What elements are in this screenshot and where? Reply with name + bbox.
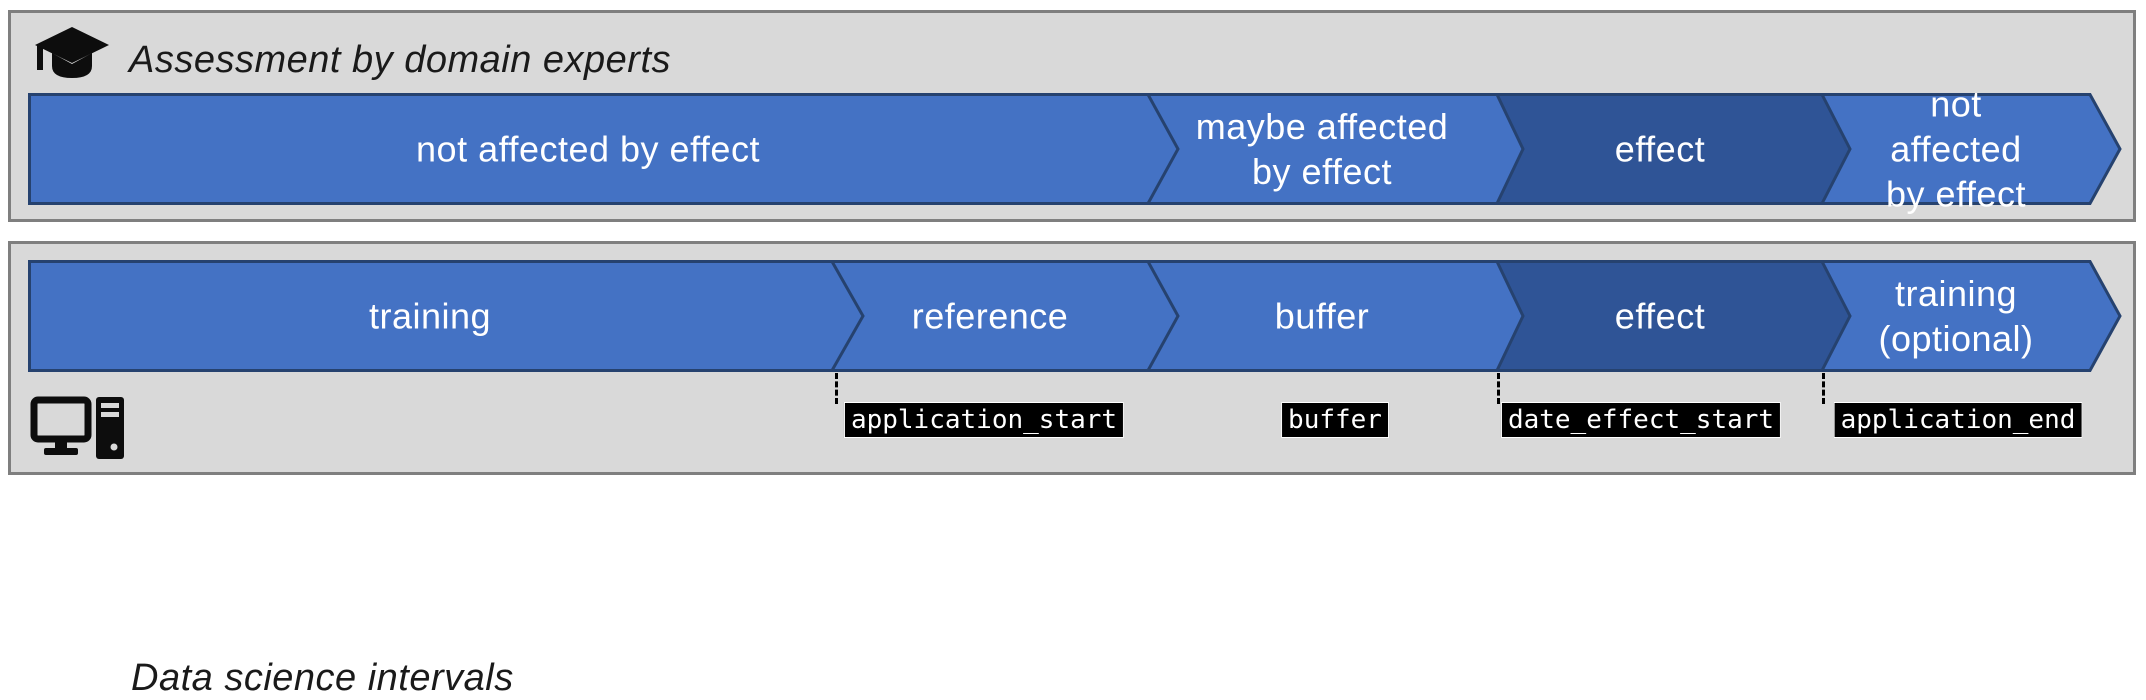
marker-date-effect-start: date_effect_start	[1500, 402, 1782, 438]
expert-assessment-panel: Assessment by domain experts not affecte…	[8, 10, 2136, 222]
marker-buffer: buffer	[1281, 402, 1389, 438]
expert-seg1-shape	[28, 93, 1180, 205]
graduation-cap-icon	[33, 24, 111, 91]
segment-label-buffer: buffer	[1274, 295, 1370, 337]
segment-label-effect-ds: effect	[1614, 295, 1706, 337]
segment-label-effect-expert: effect	[1614, 128, 1706, 170]
segment-label-training-optional: training (optional)	[1878, 273, 2034, 359]
data-science-timeline-bar	[28, 260, 2122, 372]
ds-panel-title: Data science intervals	[131, 657, 514, 699]
data-science-panel: training reference buffer effect trainin…	[8, 241, 2136, 699]
dashed-line-date-effect-start	[1497, 373, 1500, 404]
marker-application-start: application_start	[843, 402, 1125, 438]
desktop-computer-icon	[30, 395, 128, 470]
dashed-line-application-start	[835, 373, 838, 404]
expert-panel-title: Assessment by domain experts	[129, 39, 672, 81]
dashed-line-application-end	[1822, 373, 1825, 404]
ds-seg1-shape	[28, 260, 865, 372]
marker-application-end: application_end	[1833, 402, 2083, 438]
segment-label-reference: reference	[911, 295, 1069, 337]
segment-label-not-affected-1: not affected by effect	[416, 128, 760, 170]
segment-label-training: training	[368, 295, 492, 337]
segment-label-maybe-affected: maybe affected by effect	[1195, 106, 1449, 192]
expert-timeline-bar	[28, 93, 2122, 205]
segment-label-not-affected-2: not affected by effect	[1886, 83, 2026, 215]
